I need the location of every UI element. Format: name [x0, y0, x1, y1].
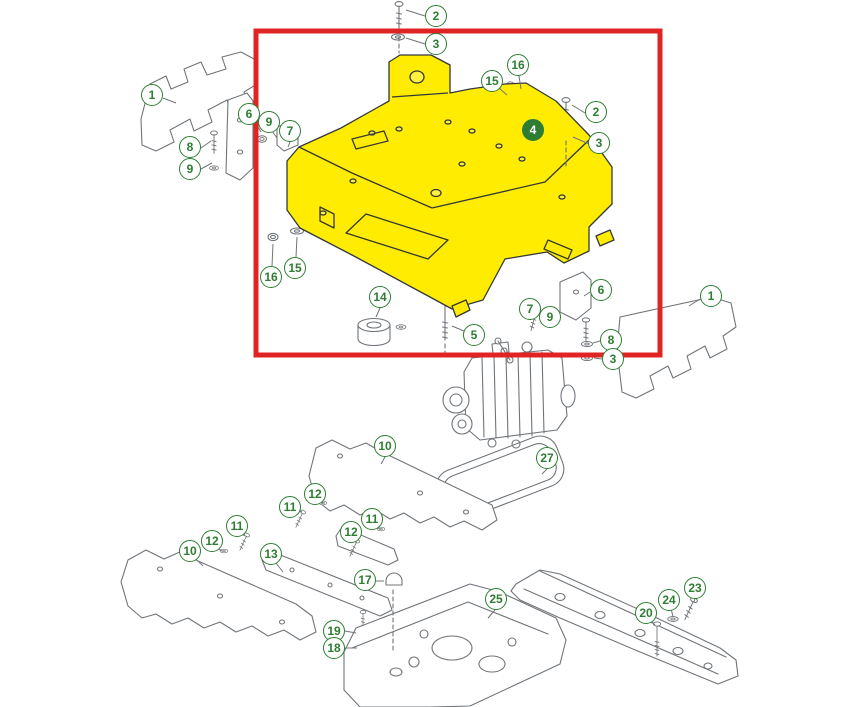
selection-box — [253, 28, 663, 358]
callout-17[interactable]: 17 — [354, 569, 376, 591]
callout-8[interactable]: 8 — [600, 329, 622, 351]
callout-19[interactable]: 19 — [323, 620, 345, 642]
callout-13[interactable]: 13 — [260, 543, 282, 565]
callout-10[interactable]: 10 — [179, 540, 201, 562]
callout-9[interactable]: 9 — [539, 306, 561, 328]
callout-18[interactable]: 18 — [323, 637, 345, 659]
callout-12[interactable]: 12 — [340, 521, 362, 543]
callout-14[interactable]: 14 — [369, 286, 391, 308]
part-top-bolt-washer — [390, 1, 406, 41]
callout-8[interactable]: 8 — [179, 136, 201, 158]
part-engine-assembly — [442, 337, 576, 449]
part-frame-selected[interactable] — [286, 54, 615, 318]
callout-7[interactable]: 7 — [279, 120, 301, 142]
callout-15[interactable]: 15 — [284, 257, 306, 279]
callout-23[interactable]: 23 — [684, 577, 706, 599]
callout-11[interactable]: 11 — [226, 515, 248, 537]
callout-2[interactable]: 2 — [425, 5, 447, 27]
callout-9[interactable]: 9 — [258, 111, 280, 133]
part-right-baffle-strip — [616, 296, 737, 399]
callout-11[interactable]: 11 — [361, 508, 383, 530]
callout-24[interactable]: 24 — [658, 589, 680, 611]
callout-20[interactable]: 20 — [635, 602, 657, 624]
callout-10[interactable]: 10 — [374, 435, 396, 457]
callout-1[interactable]: 1 — [141, 84, 163, 106]
part-right-rail — [510, 569, 739, 685]
callout-25[interactable]: 25 — [485, 588, 507, 610]
callout-6[interactable]: 6 — [238, 103, 260, 125]
callout-3[interactable]: 3 — [602, 348, 624, 370]
part-lower-left-hardware — [267, 227, 305, 242]
callout-3[interactable]: 3 — [588, 132, 610, 154]
callout-15[interactable]: 15 — [481, 70, 503, 92]
callout-12[interactable]: 12 — [201, 530, 223, 552]
callout-11[interactable]: 11 — [279, 496, 301, 518]
part-left-baffle-strip — [140, 51, 258, 152]
callout-12[interactable]: 12 — [304, 483, 326, 505]
callout-27[interactable]: 27 — [536, 447, 558, 469]
callout-16[interactable]: 16 — [260, 266, 282, 288]
part-rubber-mount — [357, 317, 407, 347]
part-upper-heat-shield — [308, 439, 498, 531]
callout-9[interactable]: 9 — [179, 158, 201, 180]
callout-4[interactable]: 4 — [522, 119, 544, 141]
callout-3[interactable]: 3 — [425, 33, 447, 55]
callout-7[interactable]: 7 — [519, 298, 541, 320]
dashed-guides — [392, 29, 567, 651]
callout-2[interactable]: 2 — [585, 101, 607, 123]
callout-6[interactable]: 6 — [590, 279, 612, 301]
part-lower-frame — [343, 583, 567, 707]
callout-5[interactable]: 5 — [463, 324, 485, 346]
callout-1[interactable]: 1 — [700, 285, 722, 307]
callout-16[interactable]: 16 — [507, 54, 529, 76]
part-plug — [385, 572, 403, 586]
